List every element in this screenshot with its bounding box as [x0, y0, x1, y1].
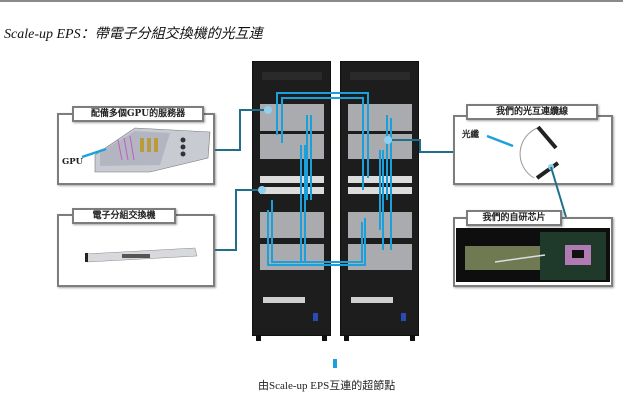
link-nodes — [258, 106, 392, 194]
fiber-callout: 光纖 — [462, 130, 480, 140]
gpu-server-label: 配備多個GPU的服務器 — [72, 106, 204, 122]
figure-title: Scale-up EPS：帶電子分組交換機的光互連 — [4, 27, 263, 42]
link-legend-mark — [333, 359, 337, 368]
optical-cable-panel — [453, 115, 613, 185]
packet-switch-label: 電子分組交換機 — [72, 208, 176, 224]
connector-lines — [215, 109, 567, 251]
top-rule — [0, 0, 623, 2]
optical-links — [267, 92, 392, 266]
rack-feet — [256, 336, 415, 341]
gpu-callout: GPU — [62, 157, 84, 167]
chip-label: 我們的自研芯片 — [466, 210, 562, 226]
figure-caption: 由Scale-up EPS互連的超節點 — [258, 380, 396, 392]
optical-cable-label: 我們的光互連纜線 — [466, 104, 598, 120]
